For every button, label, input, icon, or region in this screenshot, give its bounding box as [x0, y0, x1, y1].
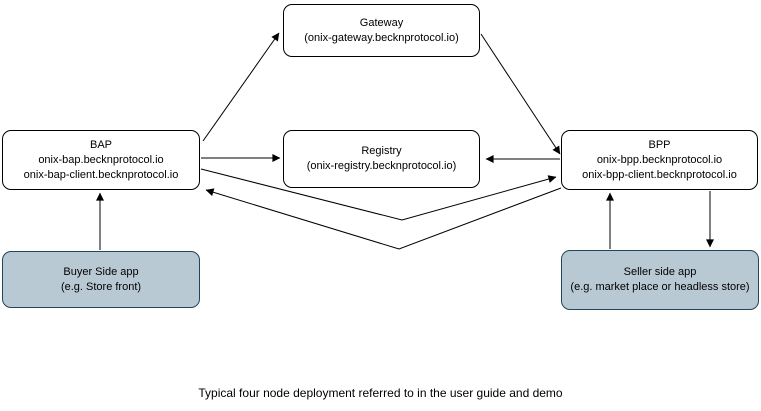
gateway-title: Gateway — [359, 16, 404, 29]
edge-bpp-to-bap — [205, 187, 562, 250]
bpp-title: BPP — [648, 138, 671, 151]
gateway-domain: (onix-gateway.becknprotocol.io) — [304, 31, 459, 44]
bap-node: BAP onix-bap.becknprotocol.io onix-bap-c… — [2, 130, 200, 190]
bpp-client-domain: onix-bpp-client.becknprotocol.io — [582, 168, 737, 181]
bap-client-domain: onix-bap-client.becknprotocol.io — [23, 168, 179, 181]
bpp-domain: onix-bpp.becknprotocol.io — [596, 153, 723, 166]
registry-node: Registry (onix-registry.becknprotocol.io… — [283, 130, 480, 188]
buyer-side-app-node: Buyer Side app (e.g. Store front) — [2, 251, 200, 308]
buyer-app-title: Buyer Side app — [63, 265, 139, 278]
bpp-node: BPP onix-bpp.becknprotocol.io onix-bpp-c… — [561, 130, 758, 190]
edge-gateway-to-bpp — [480, 33, 561, 155]
bap-title: BAP — [89, 138, 112, 151]
buyer-app-subtitle: (e.g. Store front) — [60, 280, 142, 293]
registry-title: Registry — [361, 145, 402, 157]
edge-bap-to-gateway — [202, 32, 280, 142]
seller-app-subtitle: (e.g. market place or headless store) — [570, 281, 750, 293]
diagram-caption: Typical four node deployment referred to… — [198, 386, 563, 400]
seller-app-title: Seller side app — [623, 266, 697, 278]
bap-domain: onix-bap.becknprotocol.io — [38, 153, 164, 166]
registry-domain: (onix-registry.becknprotocol.io) — [306, 160, 457, 172]
seller-side-app-node: Seller side app (e.g. market place or he… — [561, 250, 759, 310]
gateway-node: Gateway (onix-gateway.becknprotocol.io) — [283, 4, 480, 57]
